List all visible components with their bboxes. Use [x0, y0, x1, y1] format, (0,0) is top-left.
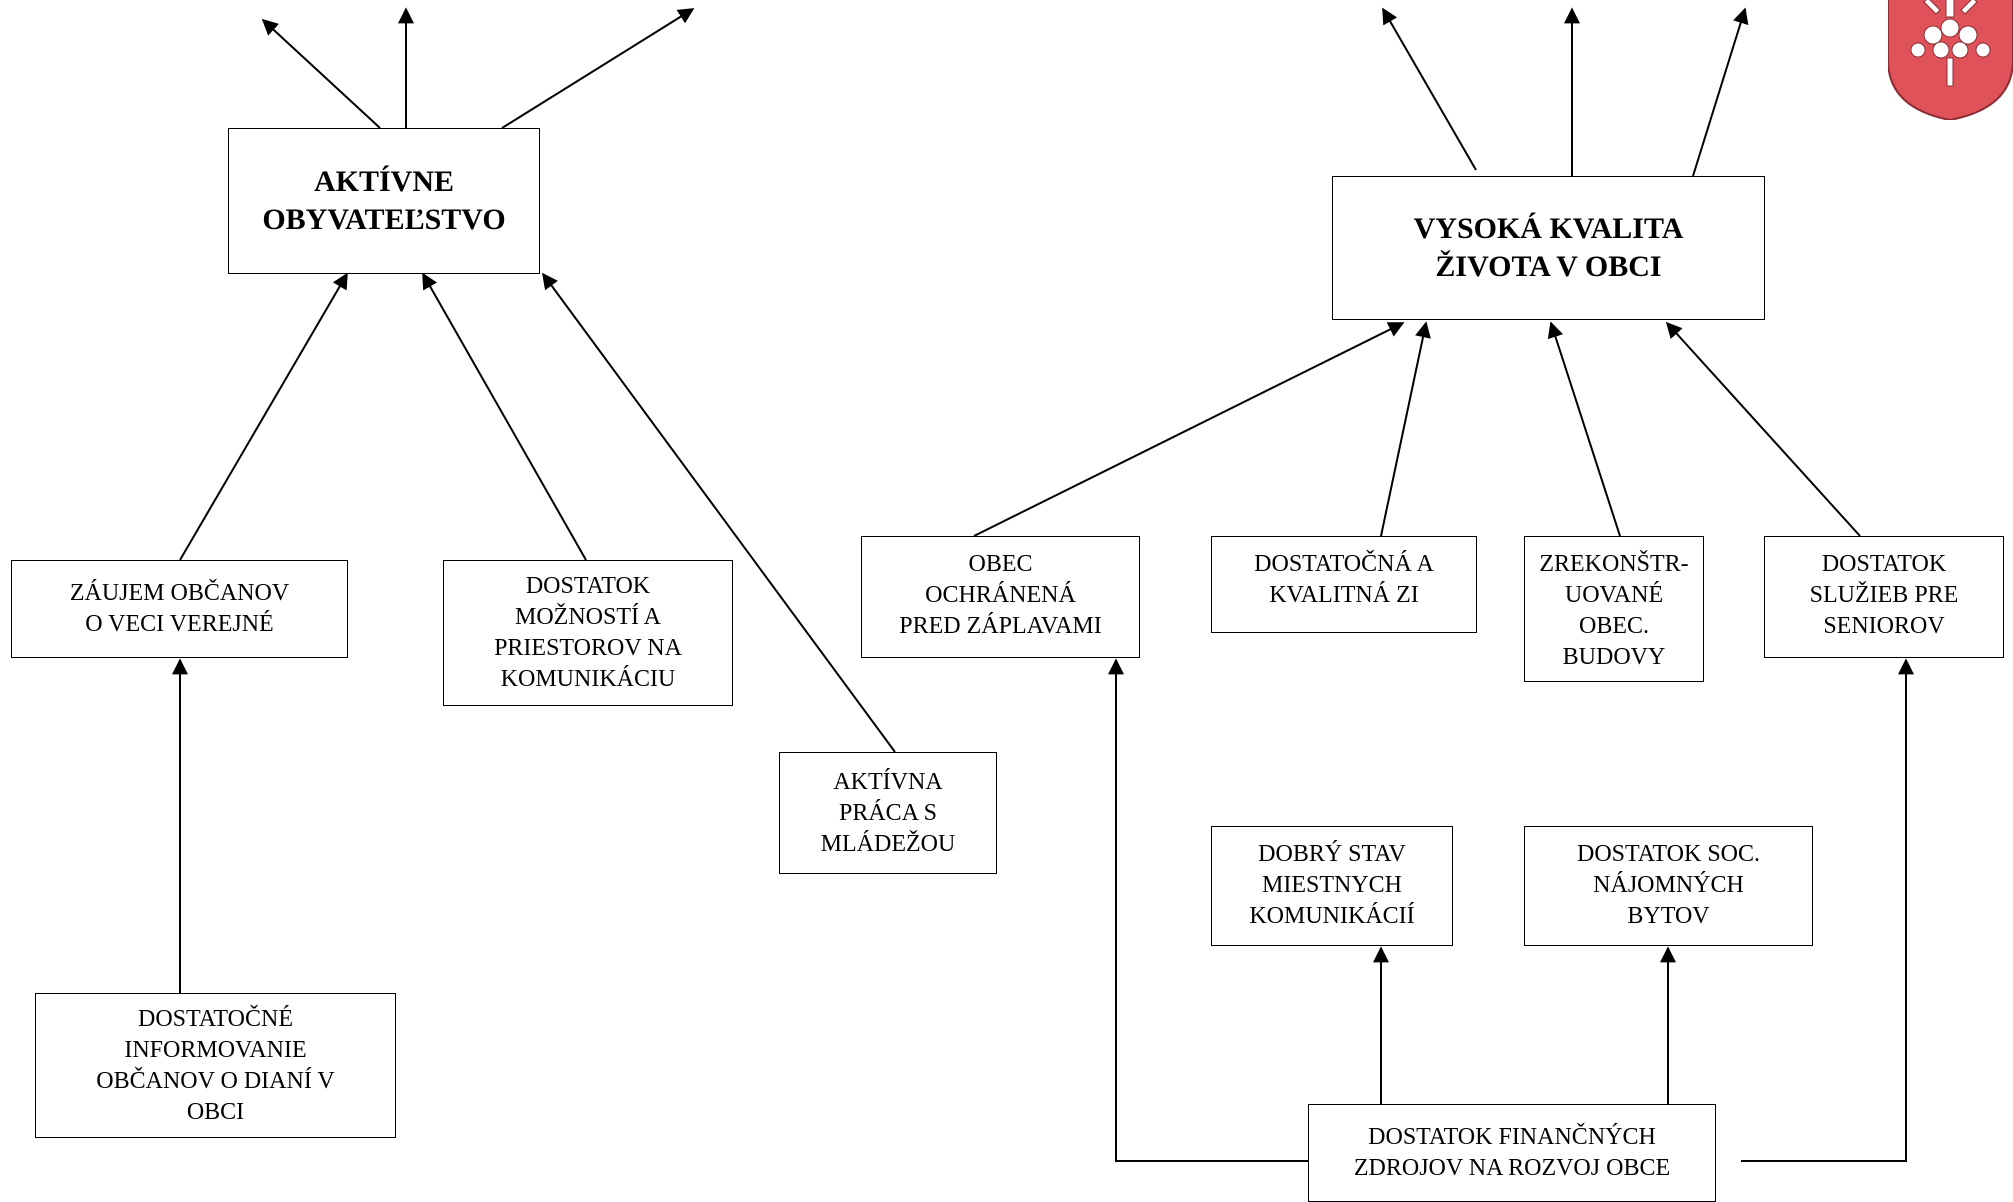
factor-dostatocne-informovanie: DOSTATOČNÉ INFORMOVANIE OBČANOV O DIANÍ …	[35, 993, 396, 1138]
arrow-zaujem-to-aktivne	[179, 272, 348, 561]
arrow-kvalita-out-right	[1692, 7, 1749, 177]
arrow-aktivne-out-right	[501, 8, 695, 129]
arrow-praca-to-aktivne	[542, 272, 896, 753]
factor-dobry-stav-komunikacii: DOBRÝ STAV MIESTNYCH KOMUNIKÁCIÍ	[1211, 826, 1453, 946]
goal-vysoka-kvalita-zivota: VYSOKÁ KVALITA ŽIVOTA V OBCI	[1332, 176, 1765, 320]
factor-dostatok-financnych-zdrojov: DOSTATOK FINANČNÝCH ZDROJOV NA ROZVOJ OB…	[1308, 1104, 1716, 1202]
factor-obec-ochranena-pred-zaplavami: OBEC OCHRÁNENÁ PRED ZÁPLAVAMI	[861, 536, 1140, 658]
arrow-financie-to-seniori	[1741, 658, 1914, 1162]
factor-zrekonstruovane-budovy: ZREKONŠTR- UOVANÉ OBEC. BUDOVY	[1524, 536, 1704, 682]
factor-dostatok-moznosti: DOSTATOK MOŽNOSTÍ A PRIESTOROV NA KOMUNI…	[443, 560, 733, 706]
factor-dostatok-najomnych-bytov: DOSTATOK SOC. NÁJOMNÝCH BYTOV	[1524, 826, 1813, 946]
goal-aktivne-obyvatelstvo: AKTÍVNE OBYVATEĽSTVO	[228, 128, 540, 274]
arrow-moznosti-to-aktivne	[422, 272, 587, 561]
arrow-financie-to-zaplavy	[1108, 658, 1309, 1162]
arrow-seniori-to-kvalita	[1665, 321, 1861, 537]
factor-zaujem-obcanov: ZÁUJEM OBČANOV O VECI VEREJNÉ	[11, 560, 348, 658]
factor-dostatok-sluzieb-pre-seniorov: DOSTATOK SLUŽIEB PRE SENIOROV	[1764, 536, 2004, 658]
arrow-zi-to-kvalita	[1380, 321, 1431, 537]
factor-dostatocna-kvalitna-zi: DOSTATOČNÁ A KVALITNÁ ZI	[1211, 536, 1477, 633]
factor-aktivna-praca-s-mladezou: AKTÍVNA PRÁCA S MLÁDEŽOU	[779, 752, 997, 874]
arrow-kvalita-out-left	[1382, 7, 1477, 171]
connector-lines	[172, 7, 1914, 1162]
arrow-zaplavy-to-kvalita	[973, 322, 1405, 537]
arrow-aktivne-out-left	[261, 18, 381, 129]
coat-of-arms-icon	[1888, 0, 2013, 120]
arrow-budovy-to-kvalita	[1547, 321, 1621, 537]
